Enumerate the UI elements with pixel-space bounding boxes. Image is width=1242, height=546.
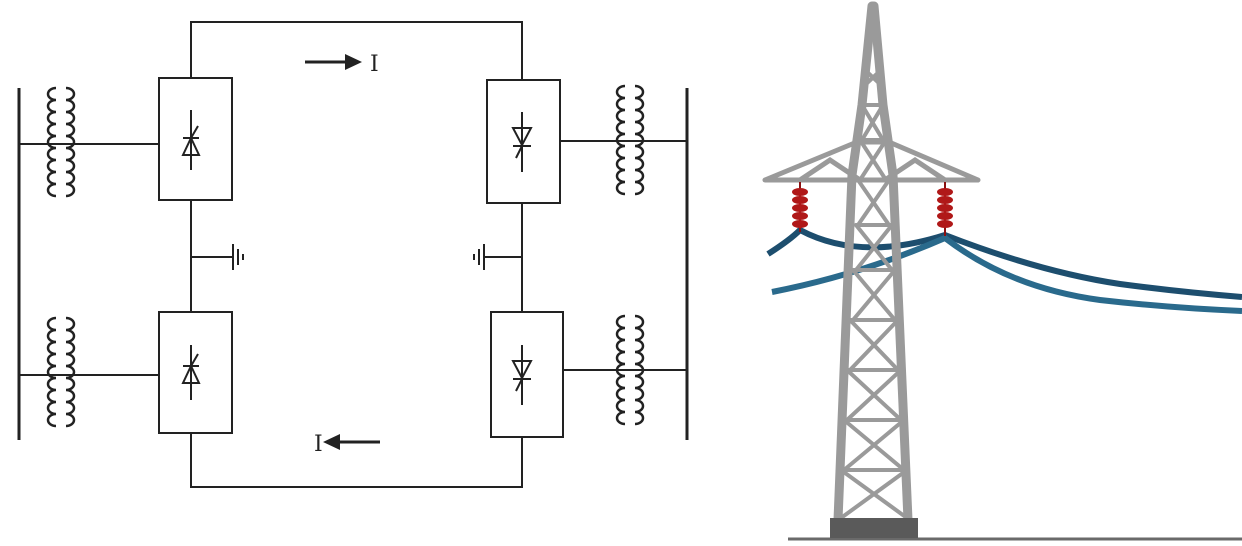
converter-right-bottom (490, 311, 564, 438)
ground-icon-left (191, 244, 244, 270)
thyristor-icon-right-bottom (511, 345, 533, 405)
tower-crossarm (762, 139, 981, 183)
insulator-icon-left (792, 182, 808, 232)
ground-icon-right (473, 244, 522, 270)
tower-peak (863, 5, 883, 87)
current-label-bottom: I (314, 432, 323, 457)
tower-base (830, 518, 918, 538)
current-label-top: I (370, 52, 379, 77)
transformer-icon-right-top (615, 84, 645, 196)
dc-line-top (190, 21, 523, 80)
converter-left-top (158, 77, 233, 201)
transformer-icon-left-bottom (46, 316, 76, 428)
tower-lattice (839, 103, 909, 520)
current-arrow-bottom-icon (323, 434, 380, 450)
converter-left-bottom (158, 311, 233, 434)
thyristor-icon-left-top (181, 110, 201, 170)
thyristor-icon-left-bottom (181, 345, 201, 400)
dc-line-bottom (190, 433, 523, 488)
transformer-icon-right-bottom (615, 314, 645, 426)
transmission-tower-illustration (762, 1, 1242, 541)
conductor-line-upper (766, 226, 1242, 300)
current-arrow-top-icon (305, 54, 362, 70)
insulator-icon-right (937, 182, 953, 236)
transformer-icon-left-top (46, 86, 76, 198)
thyristor-icon-right-top (511, 112, 533, 172)
hvdc-circuit-diagram (17, 21, 689, 488)
